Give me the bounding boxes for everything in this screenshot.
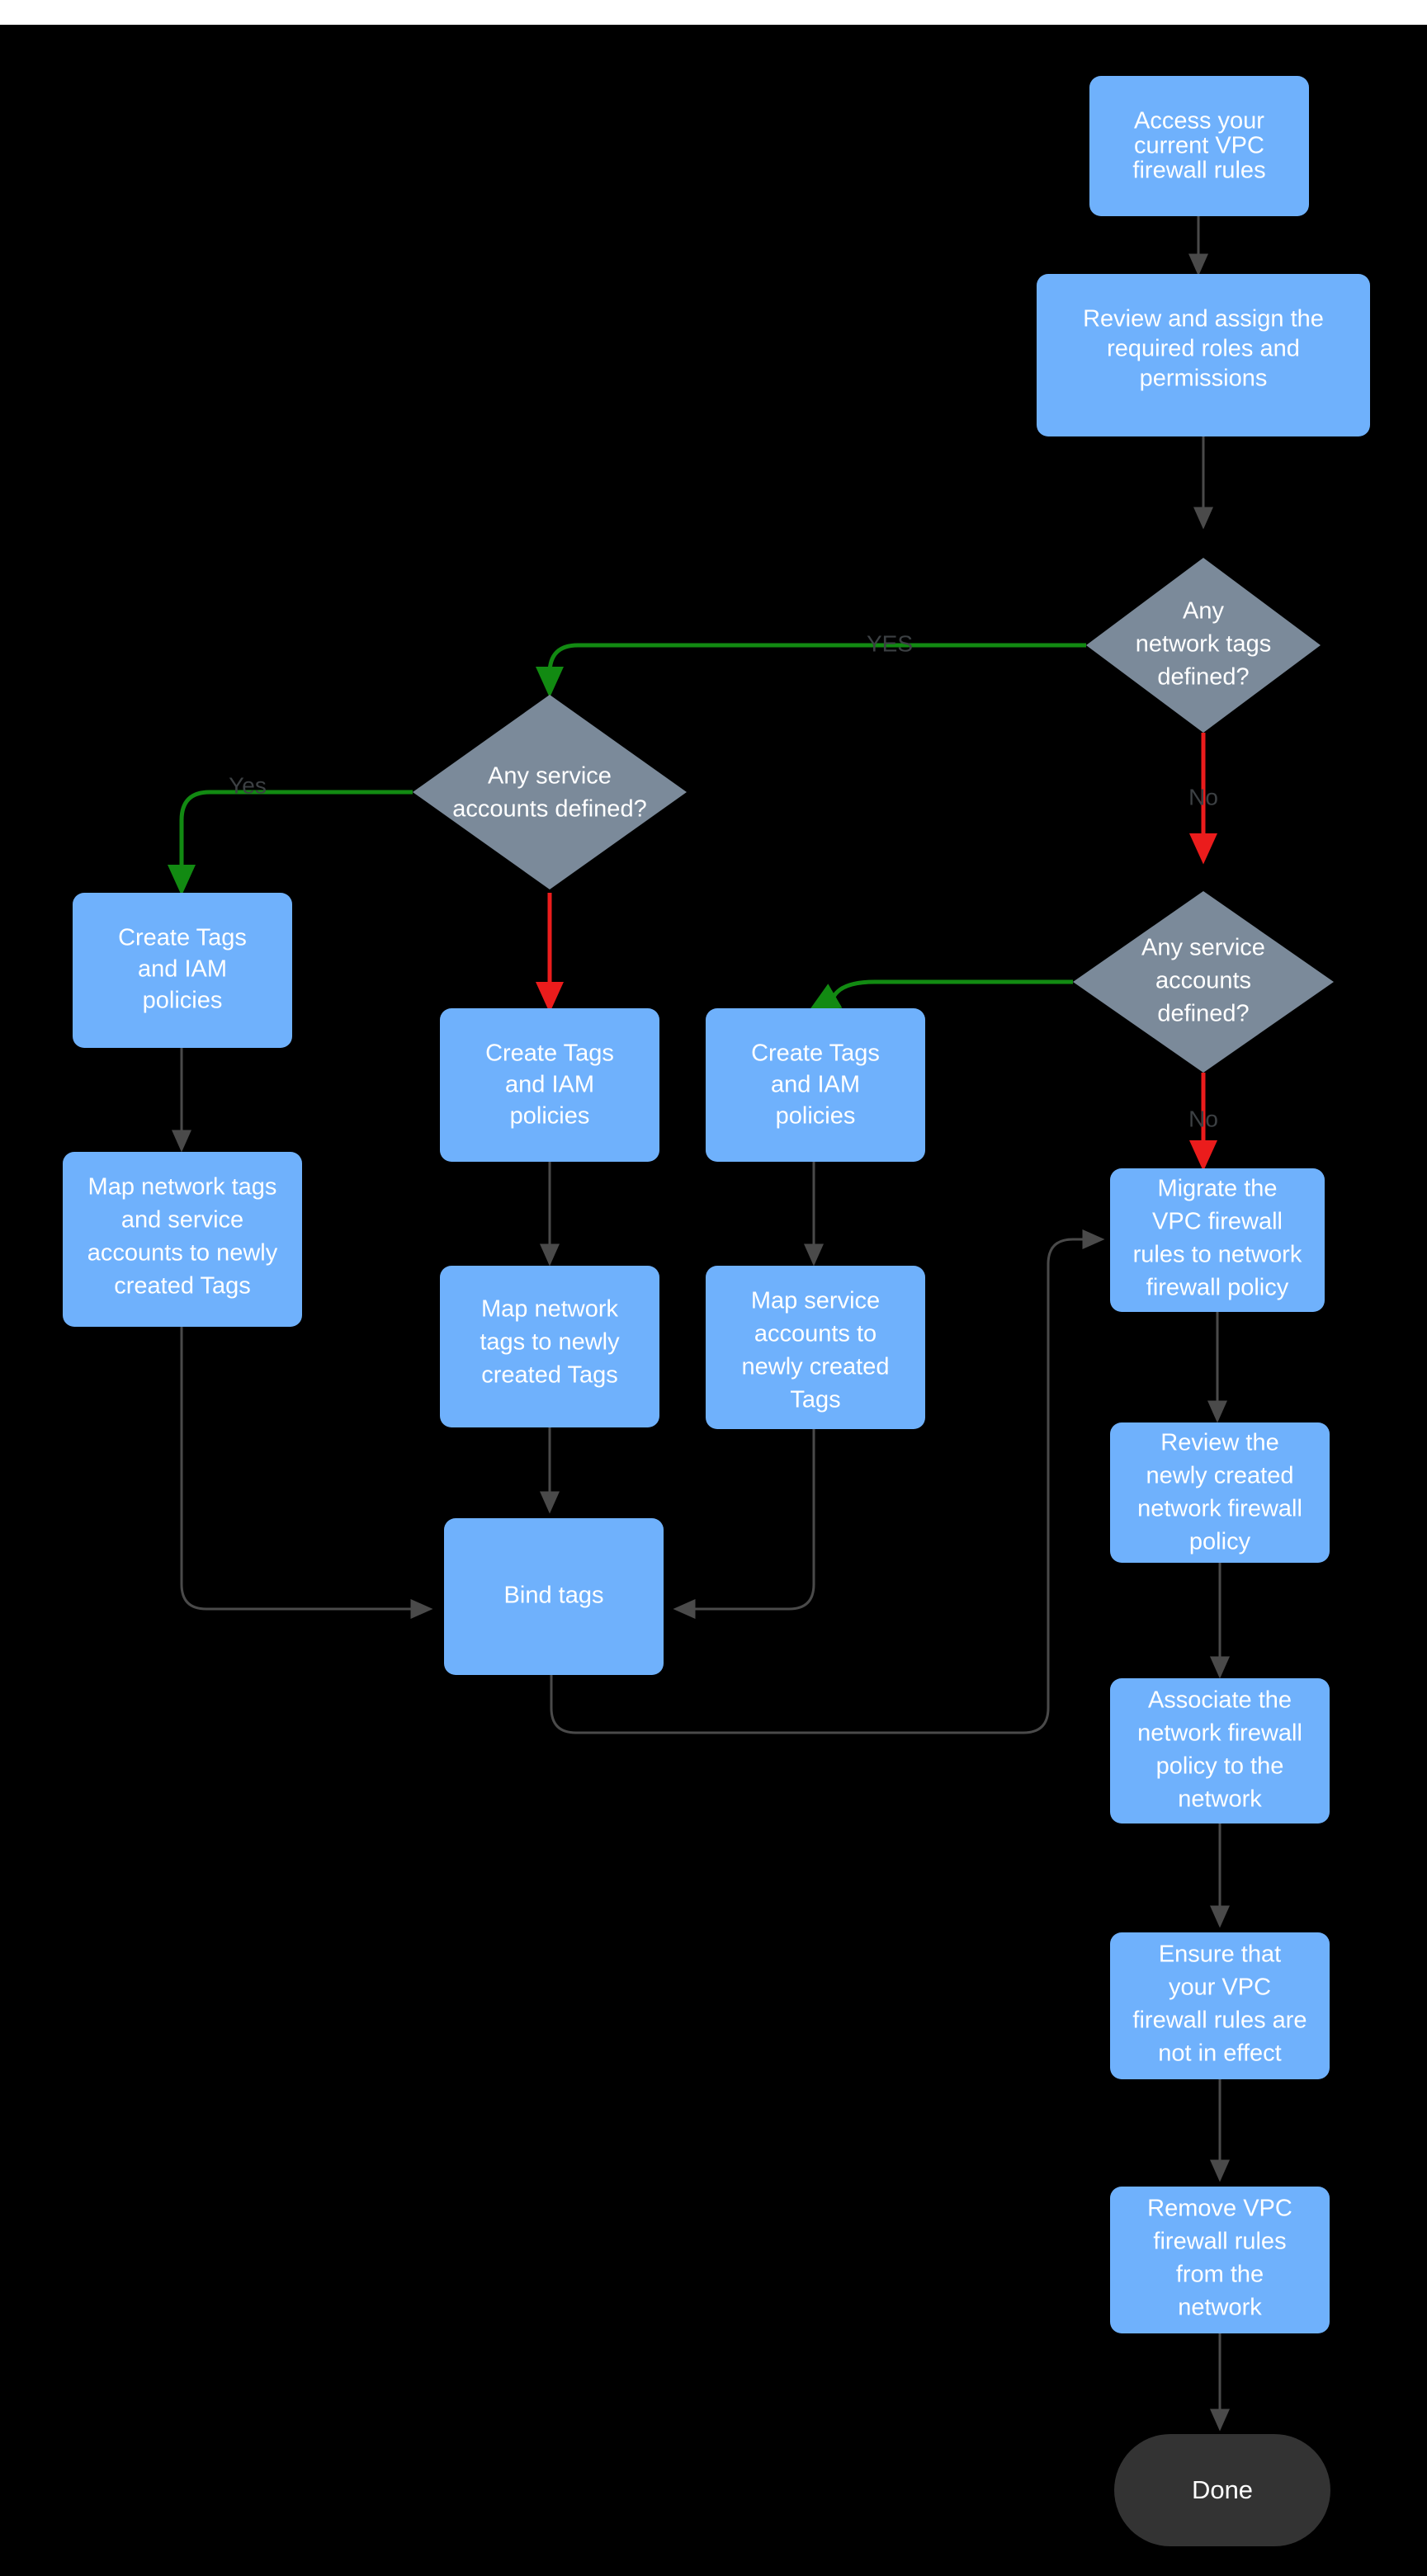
- node-n2-line-2: permissions: [1140, 366, 1268, 392]
- node-decision-network-tags-defined[interactable]: Any network tags defined?: [1086, 558, 1321, 733]
- node-n9-line-2: created Tags: [481, 1362, 618, 1389]
- node-n2-line-1: required roles and: [1107, 336, 1300, 362]
- edge-label-yes-top: YES: [867, 630, 913, 656]
- node-create-tags-iam-policies-middle[interactable]: Create Tags and IAM policies: [440, 1008, 659, 1162]
- node-n5-line-2: defined?: [1157, 1001, 1249, 1027]
- node-decision-service-accounts-defined-left[interactable]: Any service accounts defined?: [413, 695, 687, 889]
- node-n15-line-0: Associate the: [1148, 1687, 1292, 1714]
- node-migrate-vpc-rules-to-policy[interactable]: Migrate the VPC firewall rules to networ…: [1110, 1168, 1325, 1312]
- node-decision-service-accounts-defined-right[interactable]: Any service accounts defined?: [1073, 891, 1334, 1073]
- node-n5-line-1: accounts: [1155, 968, 1251, 994]
- node-map-network-tags-and-service-accounts[interactable]: Map network tags and service accounts to…: [63, 1152, 302, 1327]
- node-n1-line-2: firewall rules: [1132, 158, 1265, 184]
- node-n13-line-2: rules to network: [1133, 1242, 1302, 1268]
- node-n9-line-0: Map network: [481, 1296, 619, 1323]
- node-n1-line-1: current VPC: [1134, 133, 1264, 159]
- node-n7-line-2: accounts to newly: [87, 1240, 278, 1267]
- node-n12-line-0: Bind tags: [504, 1583, 604, 1609]
- node-n4-line-1: accounts defined?: [452, 796, 646, 823]
- flowchart-svg: YES No Yes No: [63, 76, 1370, 2546]
- node-create-tags-iam-policies-right[interactable]: Create Tags and IAM policies: [706, 1008, 925, 1162]
- node-n18-line-0: Done: [1192, 2475, 1253, 2504]
- edge-label-no-right: No: [1188, 1106, 1218, 1131]
- edge-label-yes-left: Yes: [229, 772, 267, 798]
- node-n13-line-1: VPC firewall: [1152, 1209, 1283, 1235]
- node-n14-line-3: policy: [1189, 1529, 1251, 1555]
- edge-n11-n12: [673, 1429, 815, 1619]
- node-map-service-accounts-to-newly-created[interactable]: Map service accounts to newly created Ta…: [706, 1266, 925, 1429]
- node-n3-line-1: network tags: [1136, 631, 1271, 658]
- node-ensure-vpc-rules-not-in-effect[interactable]: Ensure that your VPC firewall rules are …: [1110, 1932, 1330, 2079]
- node-n13-line-3: firewall policy: [1146, 1275, 1289, 1301]
- node-n14-line-1: newly created: [1146, 1463, 1294, 1489]
- node-n8-line-0: Create Tags: [485, 1040, 614, 1067]
- node-n6-line-0: Create Tags: [118, 925, 247, 951]
- node-n5-line-0: Any service: [1141, 935, 1265, 961]
- node-review-assign-roles[interactable]: Review and assign the required roles and…: [1037, 274, 1370, 436]
- node-n15-line-2: policy to the: [1156, 1753, 1284, 1780]
- node-associate-policy-to-network[interactable]: Associate the network firewall policy to…: [1110, 1678, 1330, 1823]
- node-n7-line-1: and service: [121, 1207, 243, 1234]
- node-n2-line-0: Review and assign the: [1083, 306, 1324, 333]
- node-access-vpc-firewall-rules[interactable]: Access your current VPC firewall rules: [1089, 76, 1309, 216]
- node-n17-line-0: Remove VPC: [1147, 2196, 1292, 2222]
- node-map-network-tags-to-newly-created[interactable]: Map network tags to newly created Tags: [440, 1266, 659, 1427]
- node-n10-line-2: policies: [776, 1103, 856, 1130]
- node-n11-line-1: accounts to: [754, 1321, 877, 1347]
- edge-n12-n13: [550, 1229, 1105, 1734]
- node-n7-line-0: Map network tags: [88, 1174, 277, 1201]
- node-n14-line-0: Review the: [1160, 1430, 1278, 1456]
- node-n7-line-3: created Tags: [114, 1273, 251, 1300]
- node-remove-vpc-rules-from-network[interactable]: Remove VPC firewall rules from the netwo…: [1110, 2187, 1330, 2333]
- node-n11-line-3: Tags: [790, 1387, 840, 1413]
- node-n3-line-0: Any: [1183, 598, 1224, 625]
- node-n16-line-1: your VPC: [1169, 1974, 1271, 2001]
- node-n6-line-1: and IAM: [138, 956, 227, 983]
- node-n10-line-0: Create Tags: [751, 1040, 880, 1067]
- node-n17-line-3: network: [1178, 2295, 1262, 2321]
- edge-n4-n6-yes: Yes: [168, 772, 413, 896]
- node-review-newly-created-policy[interactable]: Review the newly created network firewal…: [1110, 1422, 1330, 1563]
- edge-label-no-top: No: [1188, 784, 1218, 809]
- node-n6-line-2: policies: [143, 988, 223, 1014]
- node-n17-line-2: from the: [1176, 2262, 1264, 2288]
- edge-n3-n5-no: No: [1188, 733, 1218, 865]
- node-n17-line-1: firewall rules: [1153, 2229, 1286, 2255]
- node-n15-line-3: network: [1178, 1786, 1262, 1813]
- node-n14-line-2: network firewall: [1137, 1496, 1302, 1522]
- diagram-canvas: YES No Yes No: [0, 25, 1427, 2576]
- node-create-tags-iam-policies-left[interactable]: Create Tags and IAM policies: [73, 893, 292, 1048]
- node-n8-line-1: and IAM: [505, 1072, 594, 1098]
- node-bind-tags[interactable]: Bind tags: [444, 1518, 664, 1675]
- edge-n5-n13-no: No: [1188, 1073, 1218, 1172]
- node-n4-line-0: Any service: [488, 763, 612, 790]
- node-n3-line-2: defined?: [1157, 664, 1249, 691]
- edge-n7-n12: [180, 1327, 433, 1619]
- node-n10-line-1: and IAM: [771, 1072, 860, 1098]
- node-n1-line-0: Access your: [1134, 108, 1264, 134]
- node-n11-line-2: newly created: [742, 1354, 890, 1380]
- node-n13-line-0: Migrate the: [1157, 1176, 1277, 1202]
- node-n11-line-0: Map service: [751, 1288, 880, 1314]
- node-n8-line-2: policies: [510, 1103, 590, 1130]
- node-n15-line-1: network firewall: [1137, 1720, 1302, 1747]
- edge-n3-n4-yes: YES: [536, 630, 1086, 698]
- edge-n5-n10-yes: [808, 979, 1073, 1012]
- node-n9-line-1: tags to newly: [480, 1329, 620, 1356]
- node-done-terminator[interactable]: Done: [1114, 2434, 1330, 2546]
- node-n16-line-3: not in effect: [1158, 2041, 1281, 2067]
- node-n16-line-2: firewall rules are: [1132, 2007, 1307, 2034]
- node-n16-line-0: Ensure that: [1159, 1941, 1281, 1968]
